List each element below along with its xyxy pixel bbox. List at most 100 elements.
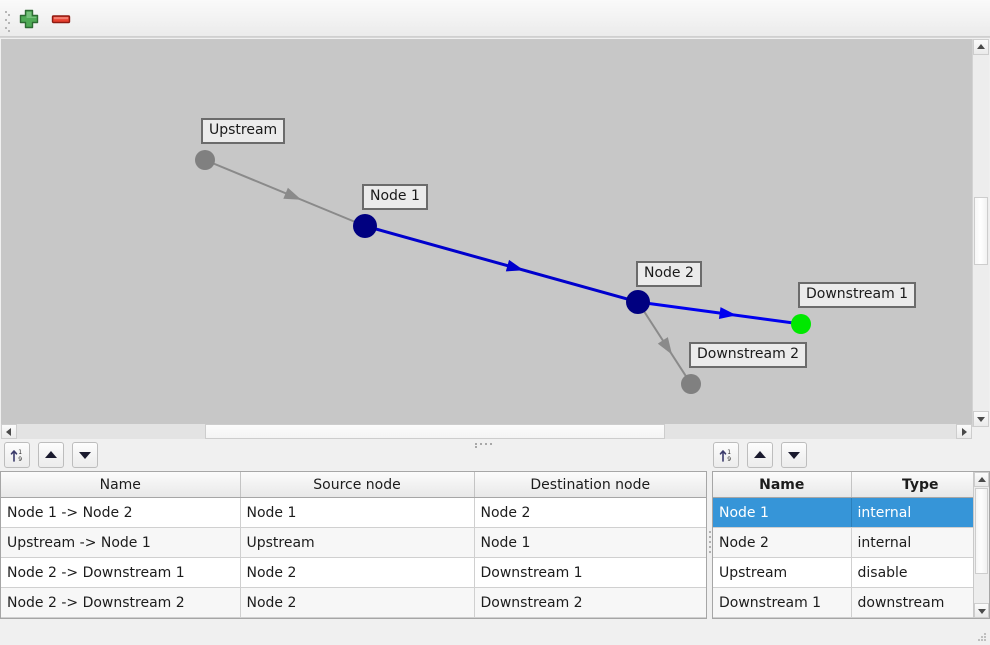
edges-table-cell[interactable]: Node 2 bbox=[474, 497, 706, 528]
edges-move-down-button[interactable] bbox=[72, 442, 98, 468]
nodes-table-empty-cell bbox=[713, 617, 989, 618]
edges-table-cell[interactable]: Node 1 -> Node 2 bbox=[1, 497, 241, 528]
nodes-table-column-header[interactable]: Name bbox=[713, 472, 852, 498]
triangle-up-icon bbox=[977, 44, 985, 49]
nodes-table-cell[interactable]: disable bbox=[851, 557, 989, 588]
edges-table-cell[interactable]: Node 2 -> Downstream 2 bbox=[1, 587, 241, 618]
nodes-table-empty-row bbox=[713, 617, 989, 618]
canvas-scroll-up-button[interactable] bbox=[973, 39, 989, 55]
triangle-up-icon bbox=[754, 451, 766, 458]
graph-node-upstream[interactable] bbox=[195, 150, 215, 170]
triangle-up-icon bbox=[977, 476, 986, 482]
canvas-scroll-left-button[interactable] bbox=[1, 424, 17, 439]
triangle-down-icon bbox=[788, 452, 800, 459]
graph-edge-arrow bbox=[657, 337, 673, 355]
graph-node-label-upstream[interactable]: Upstream bbox=[201, 118, 286, 144]
canvas-vscroll-thumb[interactable] bbox=[974, 197, 988, 265]
graph-node-node2[interactable] bbox=[626, 290, 650, 314]
nodes-table-cell[interactable]: Node 1 bbox=[713, 497, 852, 528]
edges-table-cell[interactable]: Node 1 bbox=[474, 527, 706, 558]
red-minus-icon bbox=[51, 15, 71, 24]
nodes-move-up-button[interactable] bbox=[747, 442, 773, 468]
edges-table-cell[interactable]: Node 2 bbox=[240, 587, 475, 618]
main-toolbar bbox=[0, 0, 990, 37]
nodes-scroll-up-button[interactable] bbox=[974, 472, 989, 487]
edges-table-cell[interactable]: Downstream 1 bbox=[474, 557, 706, 588]
svg-text:9: 9 bbox=[727, 456, 731, 463]
graph-edge[interactable] bbox=[637, 300, 802, 326]
edges-panel-toolbar: 1 9 bbox=[4, 442, 304, 468]
triangle-left-icon bbox=[6, 427, 11, 436]
edges-sort-button[interactable]: 1 9 bbox=[4, 442, 30, 468]
graph-node-label-node1[interactable]: Node 1 bbox=[362, 184, 428, 210]
graph-node-node1[interactable] bbox=[353, 214, 377, 238]
edges-table-column-header[interactable]: Name bbox=[1, 472, 241, 498]
edges-table-cell[interactable]: Upstream -> Node 1 bbox=[1, 527, 241, 558]
edges-move-up-button[interactable] bbox=[38, 442, 64, 468]
graph-node-label-downstream1[interactable]: Downstream 1 bbox=[798, 282, 917, 308]
svg-text:1: 1 bbox=[727, 449, 731, 456]
graph-edge[interactable] bbox=[364, 224, 639, 304]
edges-table-cell[interactable]: Downstream 2 bbox=[474, 587, 706, 618]
nodes-table-cell[interactable]: Node 2 bbox=[713, 527, 852, 558]
graph-node-label-node2[interactable]: Node 2 bbox=[636, 261, 702, 287]
graph-node-downstream2[interactable] bbox=[681, 374, 701, 394]
tables-splitter[interactable] bbox=[707, 471, 713, 619]
toolbar-drag-handle[interactable] bbox=[5, 11, 10, 32]
nodes-sort-button[interactable]: 1 9 bbox=[713, 442, 739, 468]
nodes-table-cell[interactable]: internal bbox=[851, 527, 989, 558]
nodes-table-scrollbar[interactable] bbox=[973, 472, 989, 618]
graph-edge[interactable] bbox=[204, 159, 366, 227]
nodes-scroll-thumb[interactable] bbox=[975, 488, 988, 574]
delete-node-button[interactable] bbox=[48, 6, 74, 32]
nodes-panel-toolbar: 1 9 bbox=[713, 442, 983, 468]
edges-table-cell[interactable]: Upstream bbox=[240, 527, 475, 558]
nodes-table-cell[interactable]: downstream bbox=[851, 587, 989, 618]
triangle-down-icon bbox=[79, 452, 91, 459]
nodes-move-down-button[interactable] bbox=[781, 442, 807, 468]
status-bar bbox=[0, 621, 990, 645]
edges-table-cell[interactable]: Node 2 bbox=[240, 557, 475, 588]
resize-grip[interactable] bbox=[978, 633, 987, 642]
canvas-hscroll-thumb[interactable] bbox=[205, 424, 665, 439]
green-plus-icon bbox=[19, 9, 39, 29]
canvas-scroll-right-button[interactable] bbox=[956, 424, 972, 439]
edges-table-column-header[interactable]: Destination node bbox=[474, 472, 706, 498]
nodes-table-cell[interactable]: Upstream bbox=[713, 557, 852, 588]
edges-table-cell[interactable]: Node 1 bbox=[240, 497, 475, 528]
canvas-vertical-scrollbar[interactable] bbox=[972, 39, 989, 427]
nodes-scroll-down-button[interactable] bbox=[974, 603, 989, 618]
nodes-table-cell[interactable]: internal bbox=[851, 497, 989, 528]
canvas-horizontal-scrollbar[interactable] bbox=[1, 424, 972, 448]
graph-node-label-downstream2[interactable]: Downstream 2 bbox=[689, 342, 808, 368]
graph-edge-arrow bbox=[505, 259, 524, 272]
edges-table-empty-cell bbox=[1, 617, 706, 618]
graph-edge-arrow bbox=[283, 187, 302, 200]
edges-table-column-header[interactable]: Source node bbox=[240, 472, 475, 498]
canvas-scroll-down-button[interactable] bbox=[973, 411, 989, 427]
nodes-table-cell[interactable]: Downstream 1 bbox=[713, 587, 852, 618]
graph-edge-arrow bbox=[718, 307, 737, 319]
graph-node-downstream1[interactable] bbox=[791, 314, 811, 334]
add-node-button[interactable] bbox=[16, 6, 42, 32]
triangle-up-icon bbox=[45, 451, 57, 458]
edges-table-cell[interactable]: Node 2 -> Downstream 1 bbox=[1, 557, 241, 588]
nodes-table-column-header[interactable]: Type bbox=[851, 472, 989, 498]
panel-splitter-handle[interactable] bbox=[474, 442, 499, 448]
